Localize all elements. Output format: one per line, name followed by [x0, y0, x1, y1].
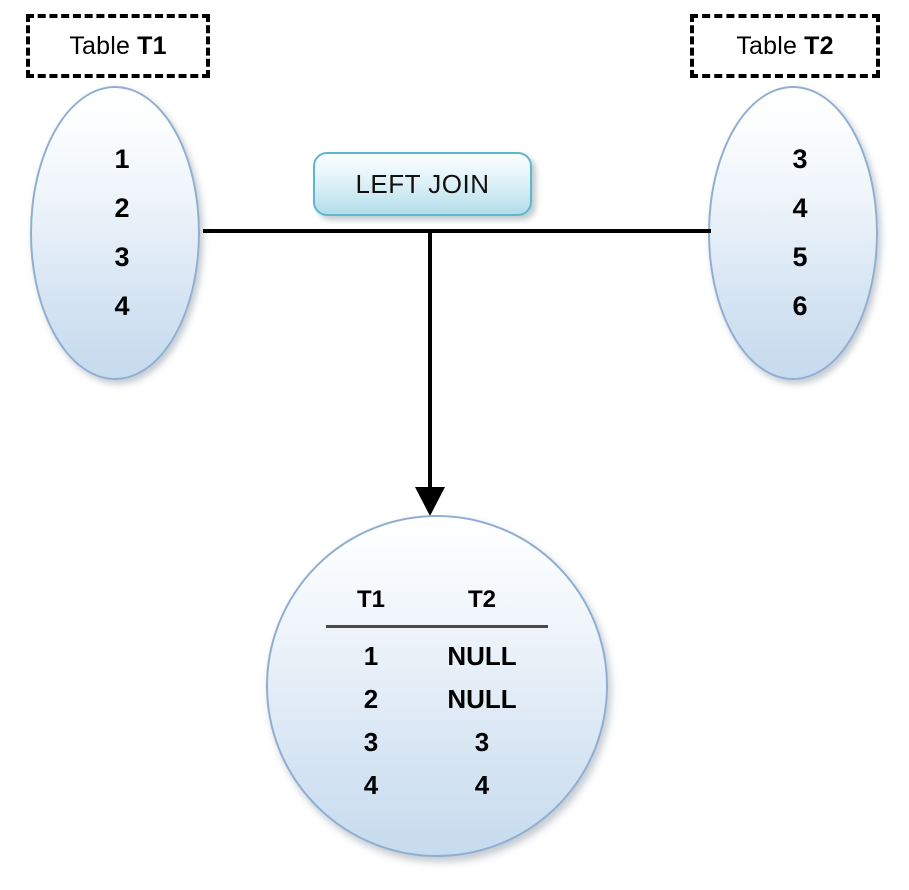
table-t2-value: 3	[792, 144, 808, 174]
result-table-header-t1: T1	[326, 581, 416, 628]
table-t2-value: 6	[792, 291, 808, 321]
table-t2-value: 5	[792, 242, 808, 272]
result-cell-t2: NULL	[447, 683, 517, 714]
table-t1-ellipse: 1 2 3 4	[30, 86, 200, 380]
table-t1-label-name: T1	[137, 31, 167, 60]
result-cell-t2: NULL	[447, 640, 517, 671]
result-set-circle: T1 T2 1 NULL 2 NULL 3 3 4 4	[266, 515, 608, 857]
table-t1-value: 2	[114, 193, 130, 223]
result-cell-t2: 3	[474, 726, 490, 757]
result-cell-t1: 3	[363, 726, 379, 757]
table-t1-value: 4	[114, 291, 130, 321]
result-cell-t1: 2	[363, 683, 379, 714]
table-row: 1 NULL	[326, 627, 548, 678]
result-cell-t2: 4	[474, 769, 490, 800]
result-table-header-row: T1 T2	[326, 581, 548, 628]
table-t2-label-prefix: Table	[736, 31, 798, 60]
table-t1-value: 1	[114, 144, 130, 174]
left-join-badge-label: LEFT JOIN	[355, 168, 490, 199]
result-table: T1 T2 1 NULL 2 NULL 3 3 4 4	[326, 581, 548, 806]
table-t1-label-prefix: Table	[69, 31, 131, 60]
result-table-header-t2: T2	[416, 581, 548, 628]
vertical-connector-line	[428, 231, 432, 491]
table-t2-label-box: Table T2	[690, 14, 880, 78]
horizontal-connector-line	[203, 229, 711, 233]
result-cell-t1: 1	[363, 640, 379, 671]
arrow-down-icon	[415, 487, 445, 516]
table-row: 2 NULL	[326, 677, 548, 720]
table-t2-value-list: 3 4 5 6	[710, 146, 876, 320]
table-t1-label-box: Table T1	[26, 14, 210, 78]
table-t1-value: 3	[114, 242, 130, 272]
left-join-badge: LEFT JOIN	[313, 152, 532, 216]
result-cell-t1: 4	[363, 769, 379, 800]
table-row: 4 4	[326, 763, 548, 806]
table-t2-label-name: T2	[804, 31, 834, 60]
table-t2-ellipse: 3 4 5 6	[708, 86, 878, 380]
table-t2-value: 4	[792, 193, 808, 223]
table-row: 3 3	[326, 720, 548, 763]
table-t1-value-list: 1 2 3 4	[32, 146, 198, 320]
